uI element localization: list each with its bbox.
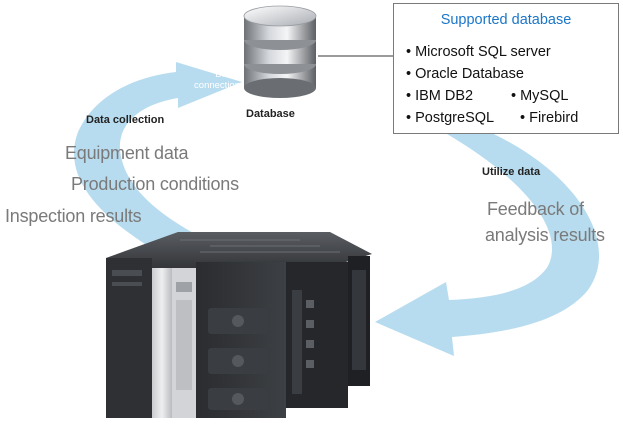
supported-database-title: Supported database	[440, 12, 572, 28]
plc-controller-image	[106, 232, 372, 418]
direct-connection-line1: Direct	[215, 69, 240, 80]
database-icon	[243, 5, 317, 98]
db-item-oracle: • Oracle Database	[406, 66, 524, 82]
equipment-data-text: Equipment data	[65, 143, 189, 163]
collection-arrow	[74, 62, 242, 258]
feedback-line2: analysis results	[485, 225, 605, 245]
db-item-postgresql: • PostgreSQL	[406, 110, 495, 126]
direct-connection-label: Direct connection	[186, 69, 240, 91]
production-conditions-text: Production conditions	[71, 174, 239, 194]
database-label: Database	[246, 108, 295, 120]
supported-database-box: Supported database • Microsoft SQL serve…	[393, 3, 619, 134]
db-item-db2: • IBM DB2	[406, 88, 474, 104]
db-item-mysql: • MySQL	[511, 88, 569, 104]
inspection-results-text: Inspection results	[5, 206, 142, 226]
utilize-data-label: Utilize data	[482, 166, 541, 178]
db-item-firebird: • Firebird	[520, 110, 579, 126]
db-item-mssql: • Microsoft SQL server	[406, 44, 551, 60]
feedback-line1: Feedback of	[487, 199, 584, 219]
direct-connection-line2: connection	[194, 80, 240, 91]
utilize-arrow	[375, 130, 600, 356]
data-collection-label: Data collection	[86, 114, 165, 126]
